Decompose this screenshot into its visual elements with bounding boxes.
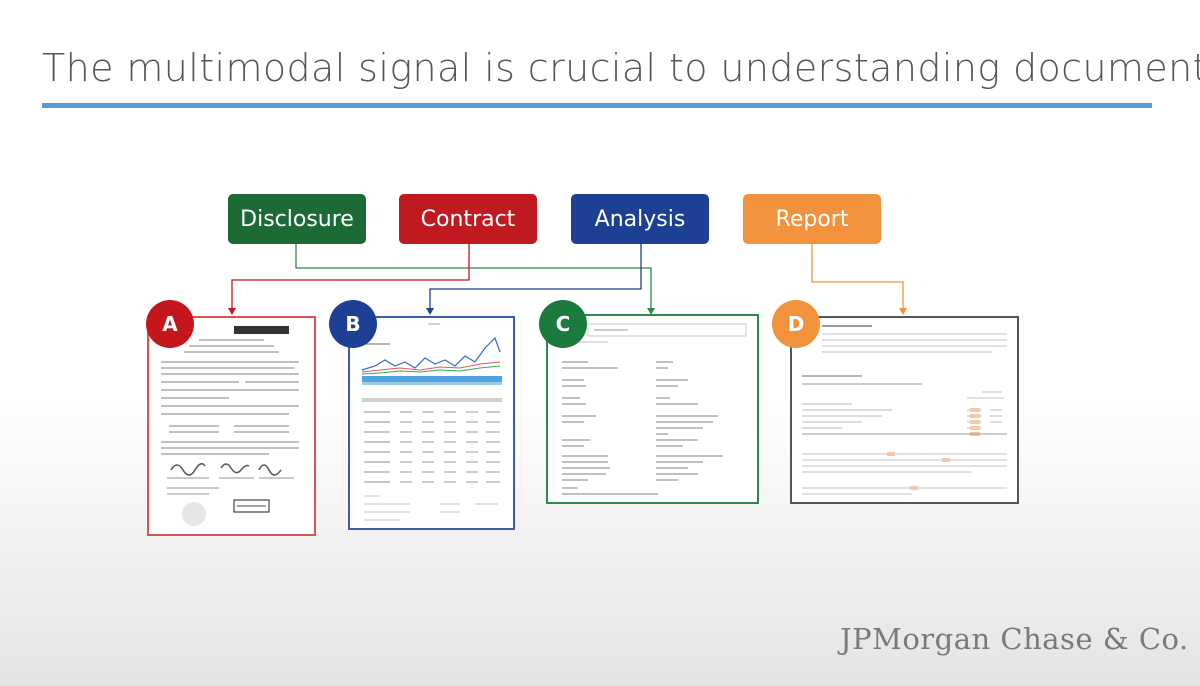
slide-title: The multimodal signal is crucial to unde… bbox=[42, 46, 1200, 90]
document-d-badge: D bbox=[772, 300, 820, 348]
connector-analysis-to-b bbox=[429, 244, 642, 310]
financial-statement-icon bbox=[802, 325, 1007, 495]
arrowhead-d bbox=[899, 308, 907, 315]
tag-disclosure: Disclosure bbox=[228, 194, 366, 244]
tag-contract: Contract bbox=[399, 194, 537, 244]
chart-and-table-icon bbox=[361, 323, 502, 521]
connector-disclosure-to-c bbox=[295, 244, 652, 310]
document-b-badge: B bbox=[329, 300, 377, 348]
document-c-badge: C bbox=[539, 300, 587, 348]
document-a-thumbnail bbox=[147, 316, 316, 536]
scanned-form-icon bbox=[161, 326, 299, 526]
arrowhead-a bbox=[228, 308, 236, 315]
connector-contract-to-a bbox=[231, 244, 470, 310]
document-d-thumbnail bbox=[790, 316, 1019, 504]
key-value-form-icon bbox=[562, 323, 747, 495]
arrowhead-c bbox=[647, 308, 655, 315]
tag-analysis: Analysis bbox=[571, 194, 709, 244]
title-underline bbox=[42, 103, 1152, 108]
document-b-thumbnail bbox=[348, 316, 515, 530]
document-a-badge: A bbox=[146, 300, 194, 348]
connector-report-to-d bbox=[811, 244, 904, 310]
arrowhead-b bbox=[426, 308, 434, 315]
company-logo: JPMorgan Chase & Co. bbox=[840, 622, 1189, 656]
document-c-thumbnail bbox=[546, 314, 759, 504]
tag-report: Report bbox=[743, 194, 881, 244]
